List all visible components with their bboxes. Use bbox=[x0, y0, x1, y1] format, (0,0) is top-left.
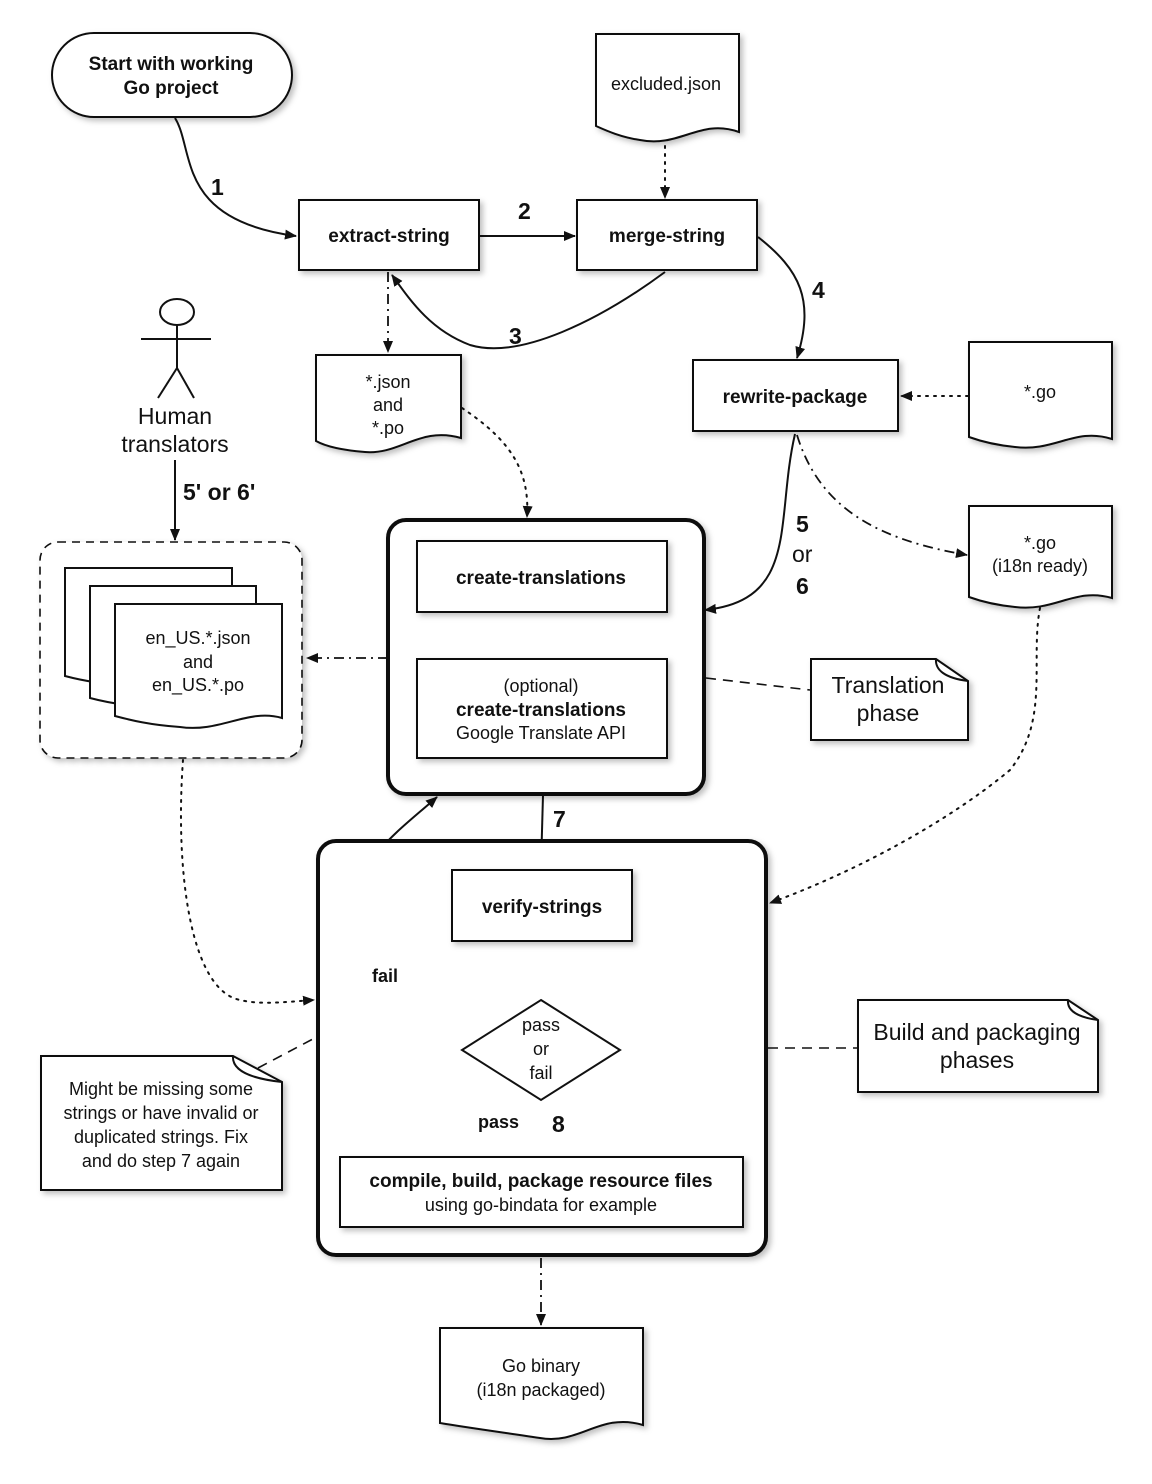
verify-strings-box[interactable] bbox=[451, 869, 633, 942]
missing-note-line-2: strings or have invalid or bbox=[63, 1103, 258, 1123]
en-us-line-2: and bbox=[183, 652, 213, 672]
edge-json-po-to-translations bbox=[461, 407, 533, 518]
go-i18n-ready-line-1: *.go bbox=[1024, 533, 1056, 553]
pass-fail-decision[interactable] bbox=[460, 998, 622, 1102]
en-us-doc-front[interactable] bbox=[114, 603, 283, 729]
translation-phase-line-1: Translation bbox=[832, 672, 945, 698]
json-po-line-1: *.json bbox=[365, 372, 410, 392]
translation-phase-line-2: phase bbox=[857, 700, 920, 726]
step-1-label: 1 bbox=[211, 174, 224, 200]
google-optional-label: (optional) bbox=[503, 676, 578, 696]
step-8-label: 8 bbox=[552, 1111, 565, 1137]
step-5-or-6-line-1: 5 bbox=[796, 511, 809, 537]
step-7-label: 7 bbox=[553, 806, 566, 832]
translation-phase-note bbox=[810, 658, 969, 741]
build-phase-note-fold bbox=[1066, 999, 1099, 1021]
compile-build-line-2: using go-bindata for example bbox=[425, 1195, 657, 1215]
merge-string-label: merge-string bbox=[609, 226, 725, 247]
edge-rewrite-to-go-ready bbox=[796, 434, 968, 559]
step-3-label: 3 bbox=[509, 323, 522, 349]
edge-go-ready-to-build bbox=[769, 607, 1041, 904]
google-api-label: Google Translate API bbox=[456, 723, 626, 743]
missing-note-line-4: and do step 7 again bbox=[82, 1151, 240, 1171]
build-phase-note bbox=[857, 999, 1099, 1093]
create-translations-box[interactable] bbox=[416, 540, 668, 613]
go-files-doc[interactable] bbox=[968, 341, 1113, 449]
extract-string-box[interactable] bbox=[298, 199, 480, 271]
merge-string-box[interactable] bbox=[576, 199, 758, 271]
excluded-json-doc[interactable] bbox=[595, 33, 740, 143]
go-i18n-ready-line-2: (i18n ready) bbox=[992, 556, 1088, 576]
edge-step-4 bbox=[757, 236, 806, 359]
translation-phase-note-fold bbox=[934, 658, 969, 682]
build-phase-line-1: Build and packaging bbox=[873, 1019, 1080, 1045]
build-phase-line-2: phases bbox=[940, 1047, 1014, 1073]
step-5-or-6-line-3: 6 bbox=[796, 573, 809, 599]
excluded-json-label: excluded.json bbox=[611, 74, 721, 94]
missing-strings-note-fold bbox=[231, 1055, 283, 1083]
decision-line-1: pass bbox=[522, 1015, 560, 1035]
edge-en-us-to-build bbox=[179, 759, 315, 1006]
human-translators-line-1: Human bbox=[138, 403, 212, 429]
go-binary-line-2: (i18n packaged) bbox=[476, 1380, 605, 1400]
edge-step-1 bbox=[174, 117, 297, 240]
json-po-line-3: *.po bbox=[372, 418, 404, 438]
start-line-1: Start with working bbox=[89, 54, 254, 75]
json-po-line-2: and bbox=[373, 395, 403, 415]
compile-build-line-1: compile, build, package resource files bbox=[369, 1171, 712, 1192]
decision-line-2: or bbox=[533, 1039, 549, 1059]
create-translations-google-box[interactable] bbox=[416, 658, 668, 759]
compile-build-box[interactable] bbox=[339, 1156, 744, 1228]
human-translators-line-2: translators bbox=[121, 431, 228, 457]
verify-strings-label: verify-strings bbox=[482, 897, 602, 918]
step-5p-or-6p-label: 5' or 6' bbox=[183, 479, 255, 505]
extract-string-label: extract-string bbox=[328, 226, 449, 247]
pass-label: pass bbox=[478, 1112, 519, 1132]
go-files-label: *.go bbox=[1024, 382, 1056, 402]
fail-label: fail bbox=[372, 966, 398, 986]
en-us-line-3: en_US.*.po bbox=[152, 675, 244, 696]
translation-note-connector bbox=[705, 677, 811, 691]
start-node[interactable] bbox=[51, 32, 293, 118]
edge-step-5-or-6 bbox=[704, 433, 796, 614]
rewrite-package-label: rewrite-package bbox=[723, 387, 868, 408]
en-us-line-1: en_US.*.json bbox=[145, 628, 250, 649]
go-binary-line-1: Go binary bbox=[502, 1356, 580, 1376]
missing-note-line-1: Might be missing some bbox=[69, 1079, 253, 1099]
json-po-doc[interactable] bbox=[315, 354, 462, 454]
step-5-or-6-line-2: or bbox=[792, 541, 813, 567]
missing-strings-note bbox=[40, 1055, 283, 1191]
human-actor-icon bbox=[141, 298, 211, 399]
go-binary-doc[interactable] bbox=[439, 1327, 644, 1440]
create-translations-label: create-translations bbox=[456, 568, 626, 589]
start-line-2: Go project bbox=[123, 78, 219, 99]
decision-line-3: fail bbox=[529, 1063, 552, 1083]
edge-step-3 bbox=[391, 271, 666, 350]
rewrite-package-box[interactable] bbox=[692, 359, 899, 432]
step-4-label: 4 bbox=[812, 277, 825, 303]
google-command-label: create-translations bbox=[456, 700, 626, 721]
missing-note-line-3: duplicated strings. Fix bbox=[74, 1127, 248, 1147]
go-i18n-ready-doc[interactable] bbox=[968, 505, 1113, 609]
step-2-label: 2 bbox=[518, 198, 531, 224]
